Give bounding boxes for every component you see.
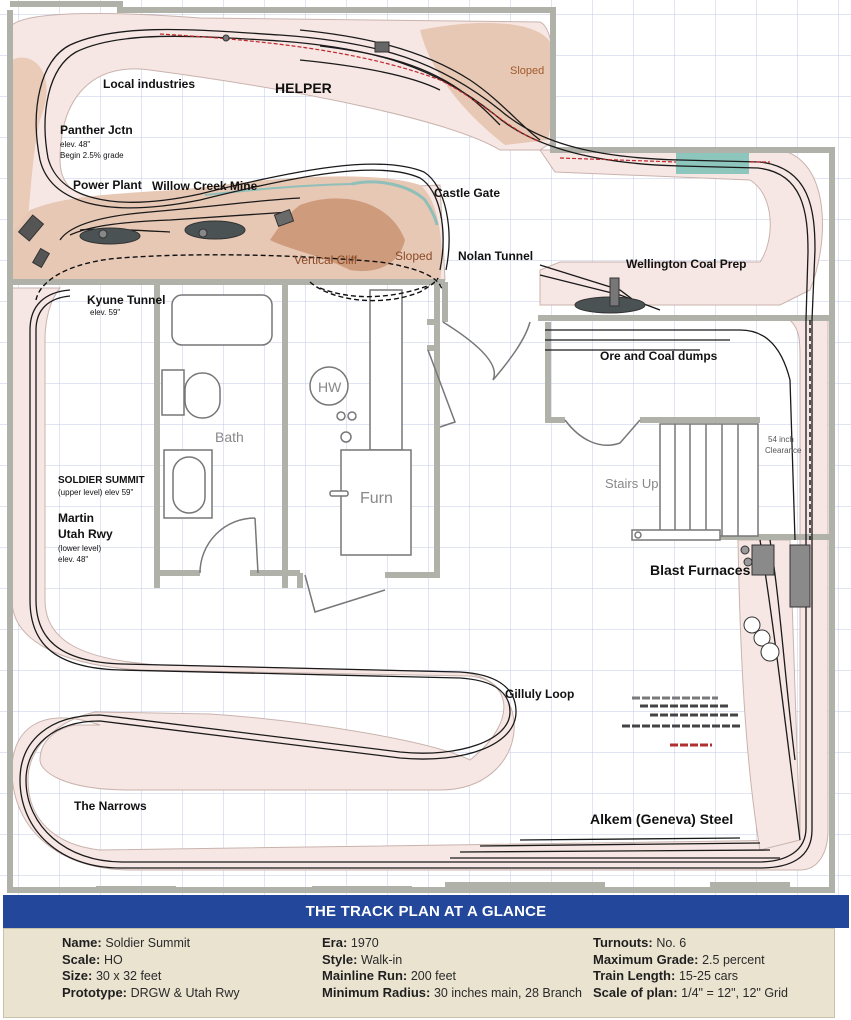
label-sloped-1: Sloped xyxy=(510,65,544,77)
info-column-2: Era: 1970 Style: Walk-in Mainline Run: 2… xyxy=(322,935,582,1001)
info-column-1: Name: Soldier Summit Scale: HO Size: 30 … xyxy=(62,935,240,1001)
industries xyxy=(17,34,811,662)
bath-fixtures xyxy=(161,294,273,574)
info-column-3: Turnouts: No. 6 Maximum Grade: 2.5 perce… xyxy=(593,935,788,1001)
info-row: Scale: HO xyxy=(62,951,123,967)
stairs xyxy=(631,423,759,541)
label-local-industries: Local industries xyxy=(103,77,195,91)
label-martin-1: Martin xyxy=(58,511,94,525)
label-nolan-tunnel: Nolan Tunnel xyxy=(458,249,533,263)
label-hw: HW xyxy=(318,379,342,395)
label-panther-grade: Begin 2.5% grade xyxy=(60,151,124,160)
helper-grade xyxy=(159,33,770,163)
info-row: Scale of plan: 1/4" = 12", 12" Grid xyxy=(593,984,788,1000)
info-row: Mainline Run: 200 feet xyxy=(322,968,457,983)
label-furn: Furn xyxy=(360,490,393,507)
label-helper: HELPER xyxy=(275,80,332,96)
tunnels xyxy=(35,254,811,540)
label-the-narrows: The Narrows xyxy=(74,799,147,813)
label-martin-2: Utah Rwy xyxy=(58,527,113,541)
label-sloped-2: Sloped xyxy=(395,249,432,263)
label-wellington: Wellington Coal Prep xyxy=(626,257,746,271)
plan-info-panel: Name: Soldier Summit Scale: HO Size: 30 … xyxy=(3,928,835,1018)
info-row: Size: 30 x 32 feet xyxy=(62,968,162,983)
info-row: Style: Walk-in xyxy=(322,951,403,967)
label-panther-jctn: Panther Jctn xyxy=(60,123,133,137)
water-area xyxy=(676,152,749,174)
furnace-room-fixtures xyxy=(304,289,641,613)
label-clearance-2: Clearance xyxy=(765,446,802,455)
label-soldier-elev: (upper level) elev 59" xyxy=(58,488,133,497)
label-soldier-summit: SOLDIER SUMMIT xyxy=(58,475,145,486)
info-row: Prototype: DRGW & Utah Rwy xyxy=(62,984,240,1000)
label-power-plant: Power Plant xyxy=(73,178,142,192)
label-kyune-tunnel: Kyune Tunnel xyxy=(87,293,165,307)
label-panther-elev: elev. 48" xyxy=(60,140,90,149)
tracks xyxy=(19,28,816,869)
label-stairs-up: Stairs Up xyxy=(605,476,658,491)
label-martin-elev: elev. 48" xyxy=(58,555,88,564)
info-row: Name: Soldier Summit xyxy=(62,935,191,950)
label-blast-furnaces: Blast Furnaces xyxy=(650,562,751,578)
label-martin-lower: (lower level) xyxy=(58,544,101,553)
label-clearance-1: 54 inch xyxy=(768,435,794,444)
wall-studs xyxy=(96,882,790,892)
label-willow-creek: Willow Creek Mine xyxy=(152,179,258,193)
walls xyxy=(7,1,835,893)
label-bath: Bath xyxy=(215,429,244,445)
label-ore-coal: Ore and Coal dumps xyxy=(600,349,718,363)
info-row: Minimum Radius: 30 inches main, 28 Branc… xyxy=(322,984,582,1000)
info-row: Train Length: 15-25 cars xyxy=(593,968,739,983)
info-row: Maximum Grade: 2.5 percent xyxy=(593,951,765,967)
info-row: Era: 1970 xyxy=(322,935,379,950)
trains xyxy=(622,696,740,747)
info-row: Turnouts: No. 6 xyxy=(593,935,687,950)
label-gilluly-loop: Gilluly Loop xyxy=(505,687,574,701)
label-alkem: Alkem (Geneva) Steel xyxy=(590,811,733,827)
labels: Local industries HELPER Sloped Panther J… xyxy=(58,65,802,827)
track-plan: Local industries HELPER Sloped Panther J… xyxy=(0,0,851,895)
label-vertical-cliff: Vertical Cliff xyxy=(294,253,358,267)
label-castle-gate: Castle Gate xyxy=(434,186,500,200)
plan-banner: THE TRACK PLAN AT A GLANCE xyxy=(3,895,849,928)
label-kyune-elev: elev. 59" xyxy=(90,308,120,317)
